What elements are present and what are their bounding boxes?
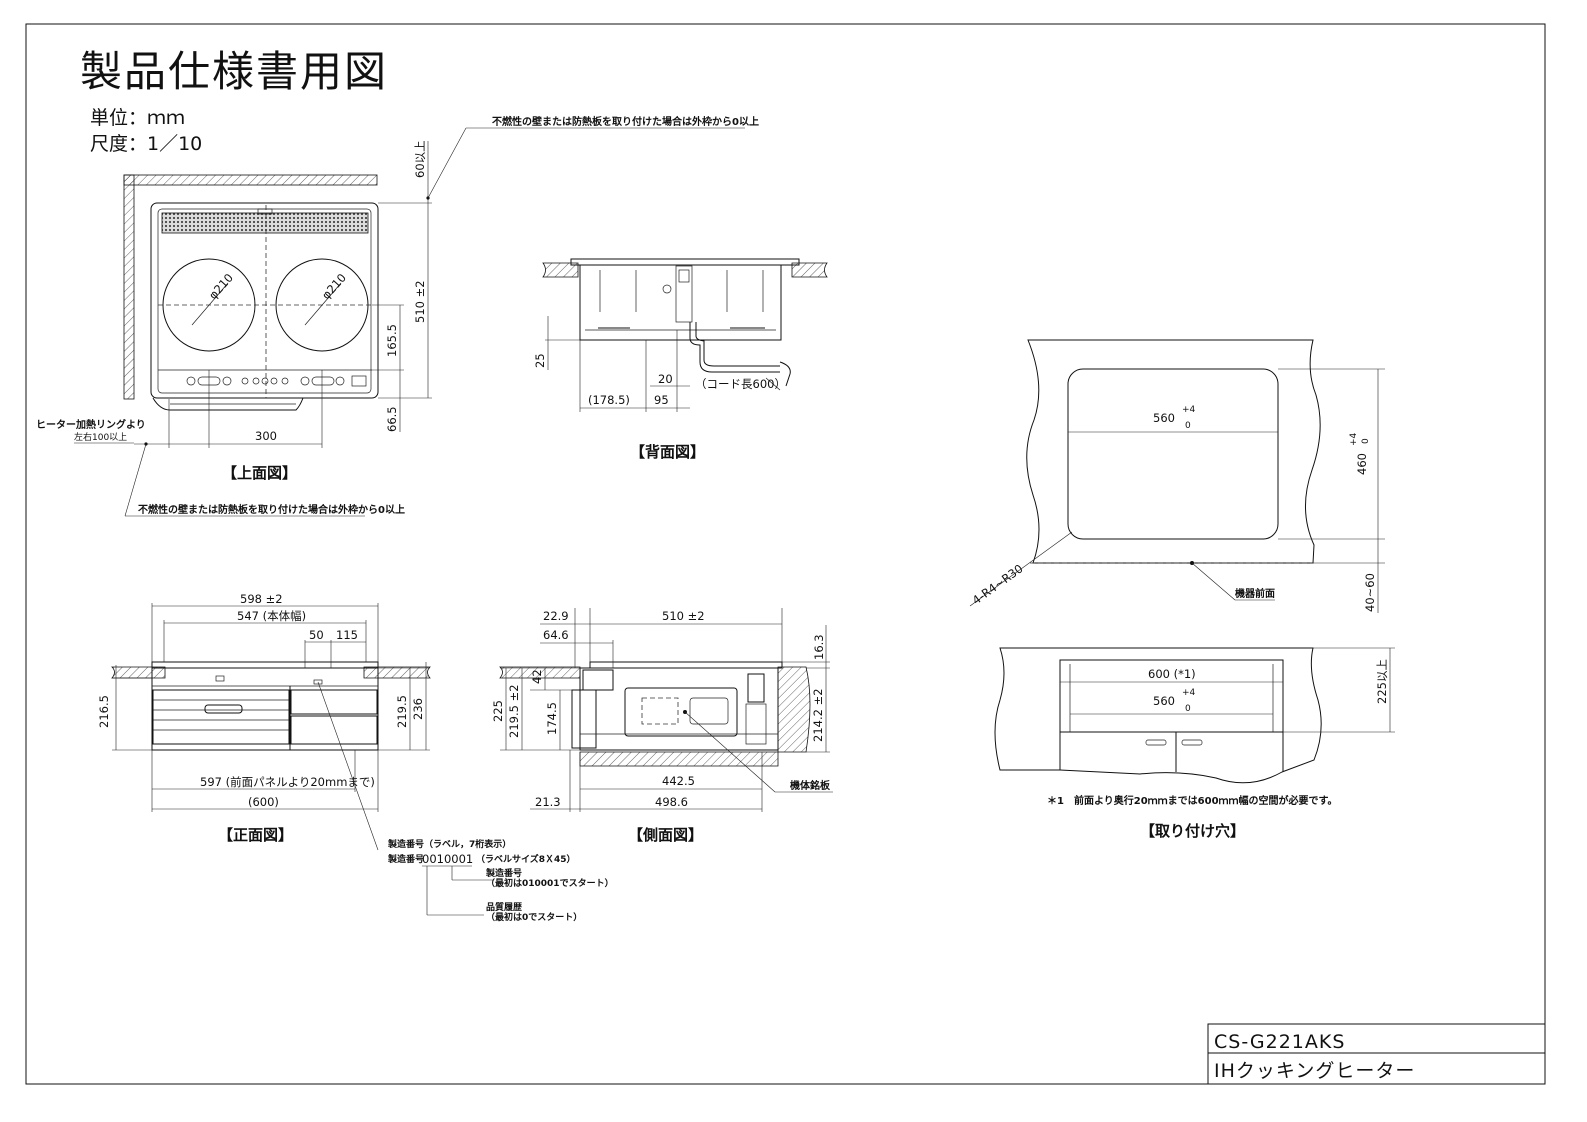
tol-sec-560-zero: 0 [1185, 704, 1191, 714]
dim-600: (600) [248, 795, 279, 809]
label-back-view: 【背面図】 [630, 443, 705, 461]
dim-back-25: 25 [533, 353, 547, 368]
back-view: （コード長600） 25 20 (178.5) 95 【背面図】 [533, 258, 828, 461]
wall-hatch-top [123, 174, 378, 186]
dim-back-178-5: (178.5) [588, 393, 630, 407]
wall-hatch-left [123, 174, 135, 400]
dim-side-64-6: 64.6 [543, 628, 569, 642]
dim-cut-560: 560 [1153, 411, 1175, 425]
dim-side-214-2: 214.2 ±2 [811, 688, 825, 742]
dim-side-225: 225 [491, 700, 505, 722]
note-nameplate: 機体銘板 [790, 779, 831, 792]
unit-label: 単位：ｍｍ [90, 107, 185, 129]
tol-cut-560-plus: +4 [1182, 405, 1196, 415]
dim-sec-560: 560 [1153, 694, 1175, 708]
top-view: φ210 φ210 60以上 510 ±2 165.5 66.5 不燃性の壁また… [36, 115, 759, 517]
serial-line3b: （最初は0でスタート） [486, 911, 582, 923]
sheet-border [25, 23, 1546, 1085]
serial-prefix: 製造番号 [387, 853, 424, 865]
drawing-title: 製品仕様書用図 [80, 47, 388, 96]
dim-side-498-6: 498.6 [655, 795, 688, 809]
dim-510: 510 ±2 [413, 280, 427, 323]
dim-115: 115 [336, 628, 358, 642]
note-device-front: 機器前面 [1235, 587, 1275, 600]
dim-side-219-5: 219.5 ±2 [507, 684, 521, 738]
serial-line1: 製造番号（ラベル，7桁表示） [387, 838, 511, 850]
note-heater-ring-1: ヒーター加熱リングより [36, 418, 146, 431]
dim-60-min: 60以上 [413, 140, 427, 178]
dim-side-21-3: 21.3 [535, 795, 561, 809]
footnote-space: ＊1 前面より奥行20ｍｍまでは600ｍｍ幅の空間が必要です。 [1047, 794, 1338, 807]
dim-side-442-5: 442.5 [662, 774, 695, 788]
label-front-view: 【正面図】 [218, 826, 293, 844]
note-cord: （コード長600） [695, 377, 786, 391]
cooktop-outline [150, 202, 379, 399]
tol-cut-460-zero: 0 [1361, 438, 1371, 444]
dim-597: 597 (前面パネルより20mmまで) [200, 775, 375, 789]
dim-598: 598 ±2 [240, 592, 283, 606]
dim-50: 50 [309, 628, 324, 642]
serial-line2b: （最初は010001でスタート） [486, 877, 614, 889]
tol-sec-560-plus: +4 [1182, 688, 1196, 698]
serial-line2a: 製造番号 [485, 867, 522, 879]
product-name: IHクッキングヒーター [1214, 1060, 1415, 1082]
side-body [579, 667, 779, 751]
grill-handle [204, 704, 243, 714]
cutout-section: 600 (*1) 560 +4 0 225以上 ＊1 前面より奥行20ｍｍまでは… [994, 647, 1395, 840]
note-heater-ring-2: 左右100以上 [74, 431, 127, 443]
front-view: 598 ±2 547 (本体幅) 50 115 216.5 219.5 236 … [97, 592, 614, 923]
note-wall-top: 不燃性の壁または防熱板を取り付けた場合は外枠から0以上 [492, 115, 759, 128]
dim-sec-600: 600 (*1) [1148, 667, 1196, 681]
dim-side-174-5: 174.5 [545, 702, 559, 735]
dim-219-5: 219.5 [395, 695, 409, 728]
model-number: CS-G221AKS [1214, 1031, 1345, 1053]
cutout-plan: 560 +4 0 460 +4 0 40~60 4-R4~R30 機器前面 [970, 339, 1385, 613]
dim-236: 236 [411, 698, 425, 720]
dim-back-95: 95 [654, 393, 669, 407]
dim-side-22-9: 22.9 [543, 609, 569, 623]
dim-cut-460: 460 [1355, 453, 1369, 475]
label-cutout-view: 【取り付け穴】 [1140, 822, 1245, 840]
serial-suffix: （ラベルサイズ8Ｘ45） [476, 853, 576, 865]
dim-cut-40-60: 40~60 [1363, 573, 1377, 612]
scale-label: 尺度：1／10 [90, 133, 202, 155]
dim-216-5: 216.5 [97, 695, 111, 728]
dim-66-5: 66.5 [385, 406, 399, 432]
control-panel [186, 375, 367, 387]
serial-number: 0010001 [422, 852, 473, 866]
title-block: CS-G221AKS IHクッキングヒーター [1207, 1023, 1546, 1085]
dim-sec-225-min: 225以上 [1375, 659, 1389, 704]
note-wall-bottom: 不燃性の壁または防熱板を取り付けた場合は外枠から0以上 [138, 503, 405, 516]
dim-cut-radius: 4-R4~R30 [970, 561, 1026, 607]
dim-547: 547 (本体幅) [237, 609, 306, 623]
tol-cut-460-plus: +4 [1349, 432, 1359, 446]
dim-phi-right: φ210 [319, 271, 349, 302]
label-top-view: 【上面図】 [222, 464, 297, 482]
dim-phi-left: φ210 [206, 271, 236, 302]
side-view: 22.9 510 ±2 64.6 16.3 225 219.5 ±2 42 17… [491, 608, 833, 844]
back-body [579, 264, 782, 341]
cutout-hole [1067, 368, 1279, 540]
tol-cut-560-zero: 0 [1185, 421, 1191, 431]
grill-vent [161, 212, 369, 234]
cabinet-opening [1059, 659, 1284, 733]
dim-300: 300 [255, 429, 277, 443]
dim-side-16-3: 16.3 [812, 634, 826, 660]
label-side-view: 【側面図】 [628, 826, 703, 844]
dim-side-510: 510 ±2 [662, 609, 705, 623]
dim-165-5: 165.5 [385, 324, 399, 357]
counter-top-outline [1026, 339, 1321, 564]
front-body [151, 667, 379, 751]
dim-back-20: 20 [658, 372, 673, 386]
dim-side-42: 42 [530, 669, 544, 684]
serial-line3a: 品質履歴 [486, 901, 522, 913]
grill-door [152, 689, 290, 745]
